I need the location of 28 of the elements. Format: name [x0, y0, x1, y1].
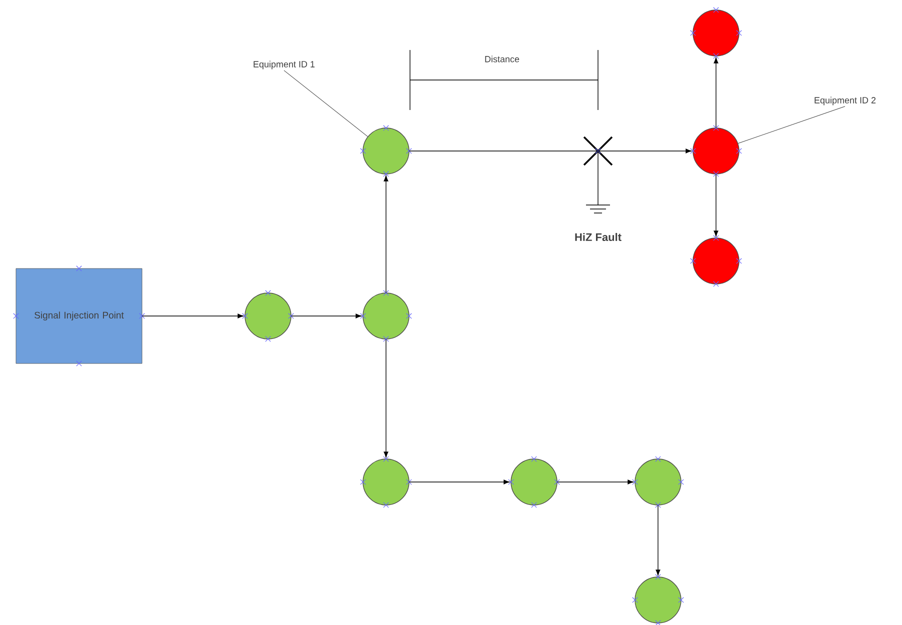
dimension-label: Distance: [485, 56, 520, 62]
equipment-circle: [360, 290, 412, 342]
arrow: [656, 505, 660, 576]
fault-label: HiZ Fault: [575, 232, 622, 242]
arrow: [384, 339, 388, 458]
equipment-circle: [690, 7, 742, 59]
arrow: [384, 176, 388, 293]
arrow: [142, 314, 244, 318]
fault-symbol: [583, 136, 613, 214]
equipment-circle: [632, 456, 684, 508]
arrow: [557, 480, 634, 484]
arrow: [409, 480, 510, 484]
arrow: [714, 174, 718, 236]
equipment-circle: [508, 456, 560, 508]
arrow: [598, 148, 692, 154]
equipment-circle: [360, 456, 412, 508]
signal-box: Signal Injection Point: [13, 266, 145, 366]
leader-line: [284, 70, 368, 137]
callout-text: Equipment ID 1: [254, 60, 315, 70]
arrow: [714, 58, 718, 128]
equipment-circle: [690, 235, 742, 287]
equipment-circle: [690, 125, 742, 177]
equipment-circle: [360, 125, 412, 177]
equipment-circle: [632, 574, 684, 625]
equipment-circle: [242, 290, 294, 342]
arrow: [291, 314, 362, 318]
callout-text: Equipment ID 2: [814, 96, 876, 106]
leader-line: [738, 106, 846, 144]
